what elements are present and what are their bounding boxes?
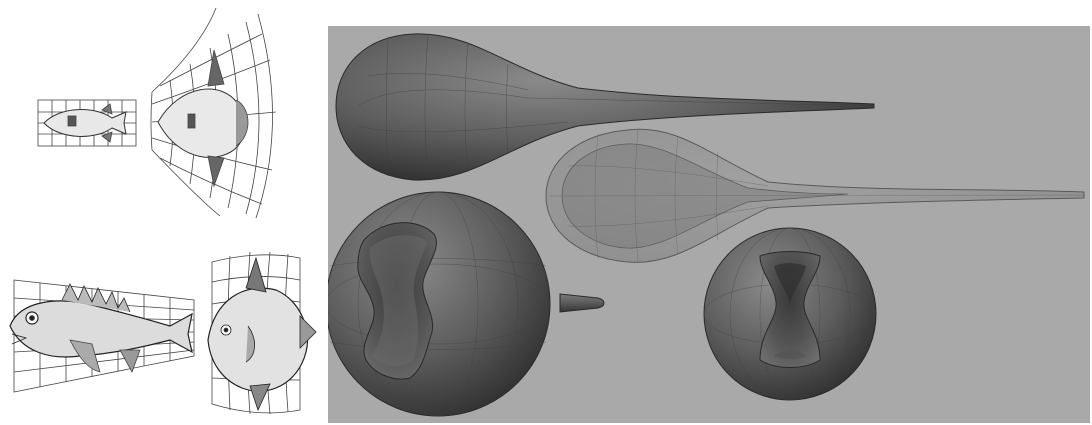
fish-grid-transformed-icon [151, 8, 276, 218]
fish-grid-original-icon [38, 100, 136, 146]
sphere-with-hourglass-cavity-icon [704, 228, 876, 400]
grid-transform-sketches [0, 0, 326, 425]
scorpionfish-grid-original-icon [10, 280, 194, 392]
scorpionfish-grid-transformed-icon [208, 252, 316, 414]
rendered-forms-panel [328, 26, 1090, 423]
